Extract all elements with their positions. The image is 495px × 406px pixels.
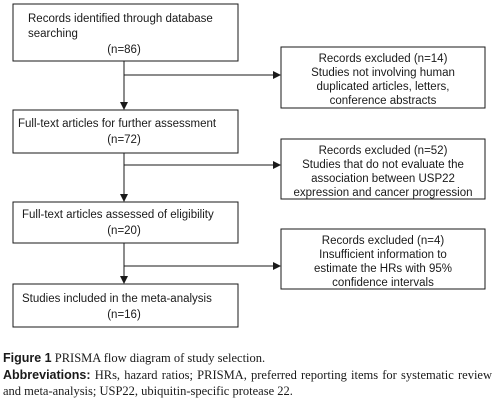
prisma-flow-diagram: Records identified through database sear… — [12, 3, 486, 328]
box-frame — [12, 109, 239, 154]
box-line: Full-text articles for further assessmen… — [18, 118, 217, 130]
box-full-text-articles: Full-text articles for further assessmen… — [12, 109, 239, 154]
box-frame — [280, 138, 486, 200]
figure-caption-text: PRISMA flow diagram of study selection. — [51, 351, 266, 365]
box-frame — [280, 228, 486, 290]
main-flow-connectors — [120, 61, 281, 284]
abbreviations-note: Abbreviations: HRs, hazard ratios; PRISM… — [3, 367, 492, 399]
box-eligibility: Full-text articles assessed of eligibili… — [12, 201, 239, 244]
abbreviations-text: HRs, hazard ratios; PRISMA, preferred re… — [3, 368, 492, 398]
box-line: Studies included in the meta-analysis — [22, 293, 212, 305]
box-line: conference abstracts — [330, 95, 437, 107]
box-frame — [12, 283, 239, 328]
box-line: searching — [28, 28, 78, 40]
box-count: (n=72) — [107, 134, 141, 146]
box-line: duplicated articles, letters, — [317, 81, 450, 93]
box-title: Records excluded (n=14) — [319, 53, 448, 65]
box-frame — [12, 3, 239, 62]
box-count: (n=16) — [107, 309, 141, 321]
box-line: Records identified through database — [28, 13, 213, 25]
box-line: expression and cancer progression — [294, 187, 473, 199]
box-line: Insufficient information to — [319, 249, 447, 261]
box-studies-included: Studies included in the meta-analysis (n… — [12, 283, 239, 328]
box-line: estimate the HRs with 95% — [314, 263, 452, 275]
box-line: association between USP22 — [311, 173, 455, 185]
figure-label: Figure 1 — [3, 351, 52, 365]
box-frame — [280, 46, 486, 109]
figure-caption: Figure 1 PRISMA flow diagram of study se… — [3, 350, 492, 366]
box-line: Full-text articles assessed of eligibili… — [22, 209, 214, 221]
box-frame — [12, 201, 239, 244]
box-records-identified: Records identified through database sear… — [12, 3, 239, 62]
box-title: Records excluded (n=52) — [319, 145, 448, 157]
box-title: Records excluded (n=4) — [322, 235, 445, 247]
box-excluded-second: Records excluded (n=52) Studies that do … — [280, 138, 486, 200]
box-line: confidence intervals — [332, 277, 434, 289]
box-count: (n=86) — [107, 44, 141, 56]
box-count: (n=20) — [107, 225, 141, 237]
abbreviations-label: Abbreviations: — [3, 368, 91, 382]
box-excluded-first: Records excluded (n=14) Studies not invo… — [280, 46, 486, 109]
box-line: Studies not involving human — [311, 67, 455, 79]
box-line: Studies that do not evaluate the — [302, 159, 464, 171]
box-excluded-third: Records excluded (n=4) Insufficient info… — [280, 228, 486, 290]
